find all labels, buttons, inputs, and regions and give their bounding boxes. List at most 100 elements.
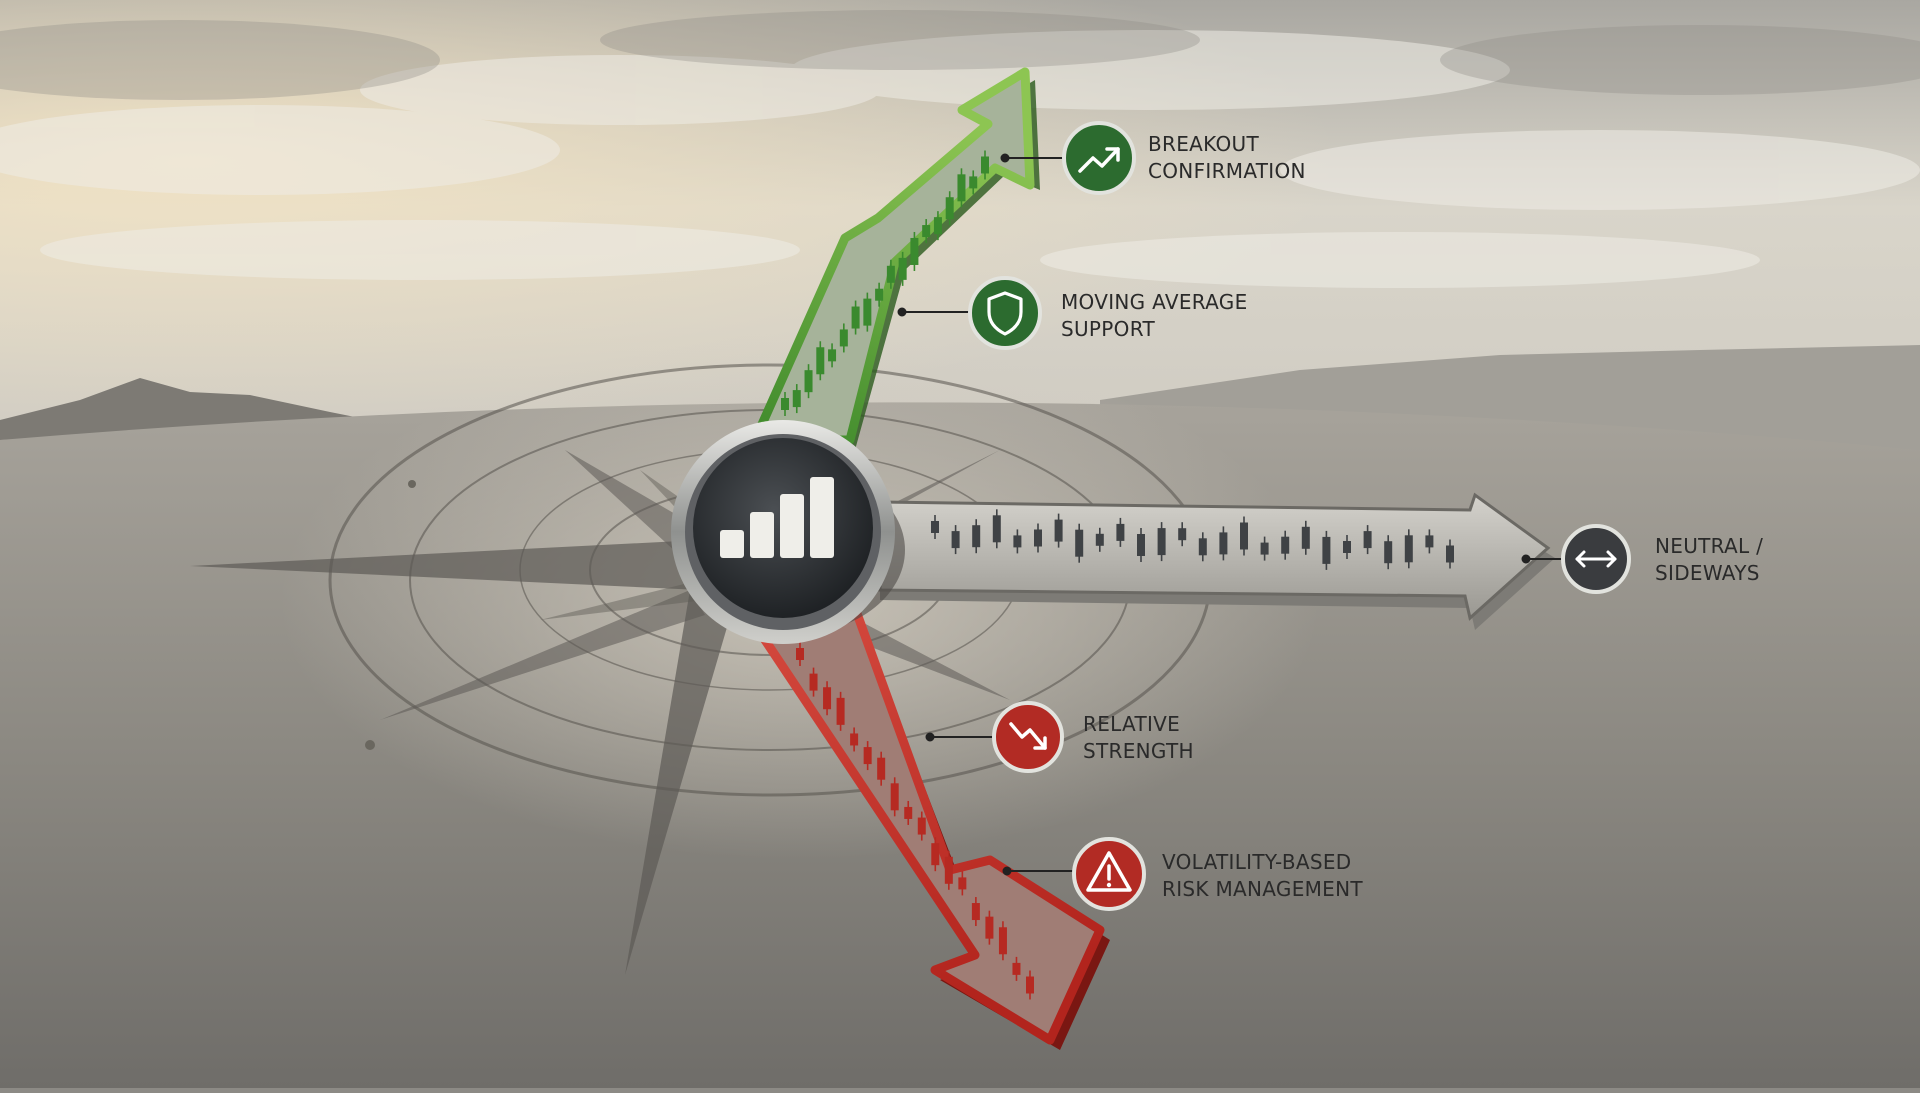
trending-down-icon: [1009, 722, 1047, 750]
candle-body: [1054, 519, 1063, 542]
candle-body: [851, 306, 860, 329]
candle-body: [890, 783, 899, 811]
breakout-label-line1: BREAKOUT: [1148, 132, 1259, 156]
neutral-badge: [1561, 524, 1631, 594]
central-hub: [671, 420, 905, 644]
candle-body: [972, 525, 981, 548]
breakout-badge: [1062, 121, 1136, 195]
candle-body: [931, 843, 940, 866]
candle-body: [1026, 976, 1034, 994]
candle-body: [985, 916, 994, 939]
neutral-label-line2: SIDEWAYS: [1655, 561, 1760, 585]
candle-body: [1322, 536, 1331, 564]
candle-body: [992, 515, 1001, 543]
candle-body: [1240, 522, 1248, 550]
candle-body: [1281, 536, 1290, 554]
candle-body: [969, 176, 978, 189]
candle-body: [836, 697, 845, 725]
candle-body: [945, 197, 954, 220]
candle-body: [1446, 545, 1454, 563]
candle-body: [1095, 533, 1104, 546]
candle-body: [898, 257, 907, 280]
relative-strength-badge: [992, 701, 1064, 773]
red-candles: [796, 642, 1034, 1000]
candle-body: [804, 370, 813, 393]
candle-body: [1116, 523, 1125, 541]
breakout-label-line2: CONFIRMATION: [1148, 159, 1306, 183]
candle-body: [863, 298, 872, 326]
candle-body: [796, 648, 804, 660]
grey-candles: [931, 509, 1454, 570]
breakout-label: BREAKOUT CONFIRMATION: [1148, 131, 1306, 185]
candle-body: [951, 531, 960, 549]
neutral-label-line1: NEUTRAL /: [1655, 534, 1764, 558]
leader-lines: [897, 153, 1562, 876]
bar-chart-icon: [720, 477, 834, 558]
candle-body: [1178, 528, 1187, 541]
candle-body: [1013, 535, 1022, 548]
relative-strength-label-line1: RELATIVE: [1083, 712, 1181, 736]
candle-body: [809, 673, 818, 691]
candle-body: [792, 390, 801, 408]
candle-body: [828, 349, 837, 362]
neutral-label: NEUTRAL / SIDEWAYS: [1655, 533, 1763, 587]
candle-body: [944, 856, 953, 884]
candle-body: [1157, 528, 1166, 556]
candle-body: [781, 398, 789, 410]
volatility-label-line2: RISK MANAGEMENT: [1162, 877, 1363, 901]
dark-clouds: [0, 10, 1920, 100]
candle-body: [875, 288, 884, 301]
candle-body: [1425, 535, 1434, 548]
candle-body: [823, 687, 832, 710]
compass-pin: [365, 740, 375, 750]
candle-body: [1012, 962, 1021, 975]
candle-body: [850, 733, 859, 746]
compass-pin: [408, 480, 416, 488]
candle-body: [1034, 529, 1042, 547]
double-arrow-icon: [1575, 550, 1617, 568]
volatility-label: VOLATILITY-BASED RISK MANAGEMENT: [1162, 849, 1363, 903]
candle-body: [904, 806, 913, 819]
candle-body: [863, 747, 872, 765]
candle-body: [1198, 538, 1207, 556]
candle-body: [1219, 532, 1228, 555]
candle-body: [1075, 529, 1084, 557]
candle-body: [922, 225, 931, 238]
trending-up-icon: [1078, 147, 1120, 173]
candle-body: [917, 817, 926, 835]
volatility-label-line1: VOLATILITY-BASED: [1162, 850, 1352, 874]
candle-body: [1343, 541, 1351, 553]
candle-body: [957, 174, 966, 202]
moving-average-label-line2: SUPPORT: [1061, 317, 1155, 341]
candle-body: [931, 521, 939, 533]
green-candles: [781, 150, 989, 416]
candle-body: [910, 237, 919, 265]
moving-average-label-line1: MOVING AVERAGE: [1061, 290, 1248, 314]
candle-body: [816, 347, 825, 375]
candle-body: [886, 265, 895, 283]
candle-body: [971, 903, 980, 921]
clouds: [0, 30, 1920, 288]
relative-strength-label: RELATIVE STRENGTH: [1083, 711, 1194, 765]
candle-body: [958, 877, 967, 890]
candle-body: [1404, 535, 1413, 563]
relative-strength-label-line2: STRENGTH: [1083, 739, 1194, 763]
candle-body: [1384, 541, 1393, 564]
moving-average-badge: [968, 276, 1042, 350]
candle-body: [1301, 526, 1310, 549]
candle-body: [877, 757, 886, 780]
shield-icon: [987, 291, 1023, 336]
volatility-badge: [1072, 837, 1146, 911]
warning-icon: [1086, 851, 1132, 892]
neutral-arrow: [878, 492, 1555, 630]
candle-body: [998, 927, 1007, 955]
candle-body: [1137, 534, 1145, 556]
candle-body: [1260, 542, 1269, 555]
candle-body: [933, 217, 942, 235]
candle-body: [981, 156, 989, 174]
moving-average-label: MOVING AVERAGE SUPPORT: [1061, 289, 1248, 343]
candle-body: [839, 329, 848, 347]
candle-body: [1363, 531, 1372, 549]
